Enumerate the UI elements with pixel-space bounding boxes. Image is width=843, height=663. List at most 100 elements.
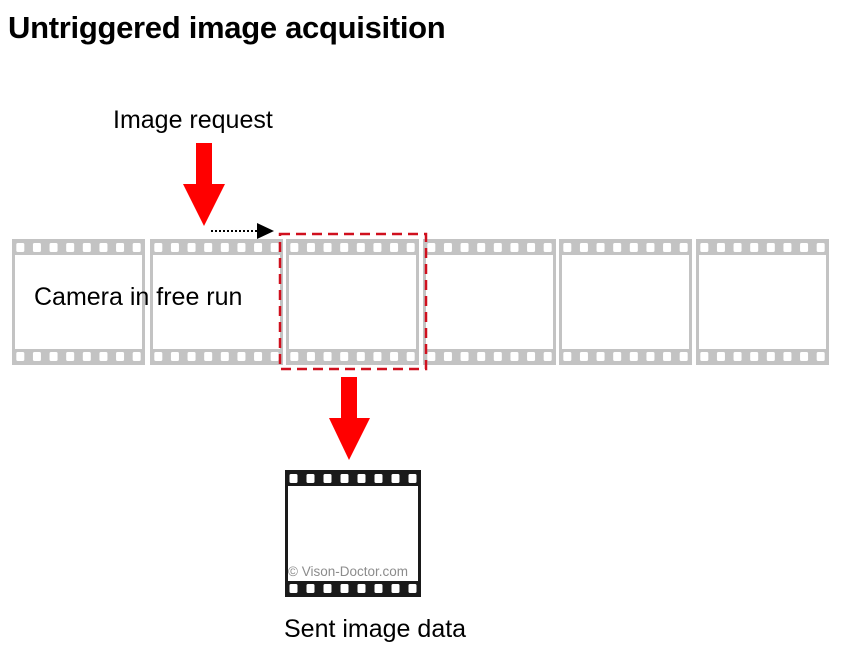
film-frame-window (562, 255, 689, 349)
film-frame-window (289, 255, 416, 349)
film-perforation (427, 352, 436, 361)
film-perforation (340, 584, 349, 593)
film-perforation (340, 474, 349, 483)
film-perforation (66, 243, 75, 252)
film-frame-1 (12, 239, 145, 365)
film-perforation (270, 243, 279, 252)
film-perforation (340, 243, 349, 252)
film-perforation (679, 352, 688, 361)
film-perforation (373, 352, 382, 361)
film-perforation (220, 352, 229, 361)
film-perforation (408, 584, 417, 593)
film-perforation (406, 352, 415, 361)
film-perforation (82, 243, 91, 252)
film-perforation (340, 352, 349, 361)
film-perforation (510, 243, 519, 252)
film-perforation (613, 243, 622, 252)
film-perforation (254, 352, 263, 361)
film-perforation (66, 352, 75, 361)
film-perforation (816, 352, 825, 361)
film-perforation (254, 243, 263, 252)
film-frame-2 (150, 239, 283, 365)
film-perforation (783, 243, 792, 252)
film-perforation (187, 352, 196, 361)
film-perforation (154, 243, 163, 252)
film-perforation (170, 243, 179, 252)
film-perforation (270, 352, 279, 361)
film-perforation (116, 352, 125, 361)
film-perforation (289, 584, 298, 593)
film-perforation (543, 352, 552, 361)
film-perforation (290, 352, 299, 361)
film-perforation (733, 352, 742, 361)
film-frame-window (15, 255, 142, 349)
film-perforation (443, 352, 452, 361)
film-perforation (563, 352, 572, 361)
film-perforation (700, 352, 709, 361)
film-perforation (408, 474, 417, 483)
film-perforation (356, 243, 365, 252)
film-perforation (390, 352, 399, 361)
film-perforation (493, 352, 502, 361)
free-run-label: Camera in free run (34, 283, 243, 311)
film-perforation (510, 352, 519, 361)
film-perforation (596, 243, 605, 252)
film-perforation (390, 243, 399, 252)
film-perforation (750, 243, 759, 252)
filmstrip (12, 239, 829, 365)
film-perforation (82, 352, 91, 361)
watermark-text: © Vison-Doctor.com (288, 564, 408, 579)
film-perforation (750, 352, 759, 361)
film-perforation (391, 584, 400, 593)
film-perforation (579, 243, 588, 252)
film-perforation (290, 243, 299, 252)
film-frame-5 (559, 239, 692, 365)
image-request-label: Image request (113, 106, 273, 134)
film-perforation (596, 352, 605, 361)
film-perforation (629, 352, 638, 361)
film-perforation (766, 352, 775, 361)
film-perforation (543, 243, 552, 252)
film-perforation (579, 352, 588, 361)
film-perforation (132, 352, 141, 361)
film-perforation (357, 474, 366, 483)
film-perforation (306, 352, 315, 361)
film-perforation (563, 243, 572, 252)
film-perforation (716, 352, 725, 361)
film-perforation (391, 474, 400, 483)
film-perforation (237, 352, 246, 361)
wait-for-next-frame-arrow-icon (211, 223, 274, 239)
film-perforation (16, 243, 25, 252)
send-image-arrow-icon (329, 377, 370, 460)
film-perforation (323, 243, 332, 252)
film-perforation (306, 243, 315, 252)
film-perforation (679, 243, 688, 252)
film-perforation (306, 474, 315, 483)
film-perforation (99, 352, 108, 361)
film-perforation (132, 243, 141, 252)
film-perforation (323, 584, 332, 593)
film-perforation (154, 352, 163, 361)
sent-film-frame (285, 470, 421, 597)
film-perforation (783, 352, 792, 361)
film-perforation (116, 243, 125, 252)
film-perforation (16, 352, 25, 361)
film-perforation (32, 243, 41, 252)
film-perforation (493, 243, 502, 252)
film-perforation (374, 584, 383, 593)
film-perforation (460, 352, 469, 361)
sent-image-data-label: Sent image data (284, 615, 467, 643)
film-perforation (613, 352, 622, 361)
film-frame-6 (696, 239, 829, 365)
film-perforation (629, 243, 638, 252)
film-frame-window (153, 255, 280, 349)
film-frame-window (699, 255, 826, 349)
film-perforation (406, 243, 415, 252)
film-perforation (816, 243, 825, 252)
film-perforation (663, 243, 672, 252)
film-frame-window (288, 486, 418, 581)
film-perforation (700, 243, 709, 252)
film-perforation (32, 352, 41, 361)
film-frame-4 (423, 239, 556, 365)
sent-image-frame (285, 470, 421, 597)
